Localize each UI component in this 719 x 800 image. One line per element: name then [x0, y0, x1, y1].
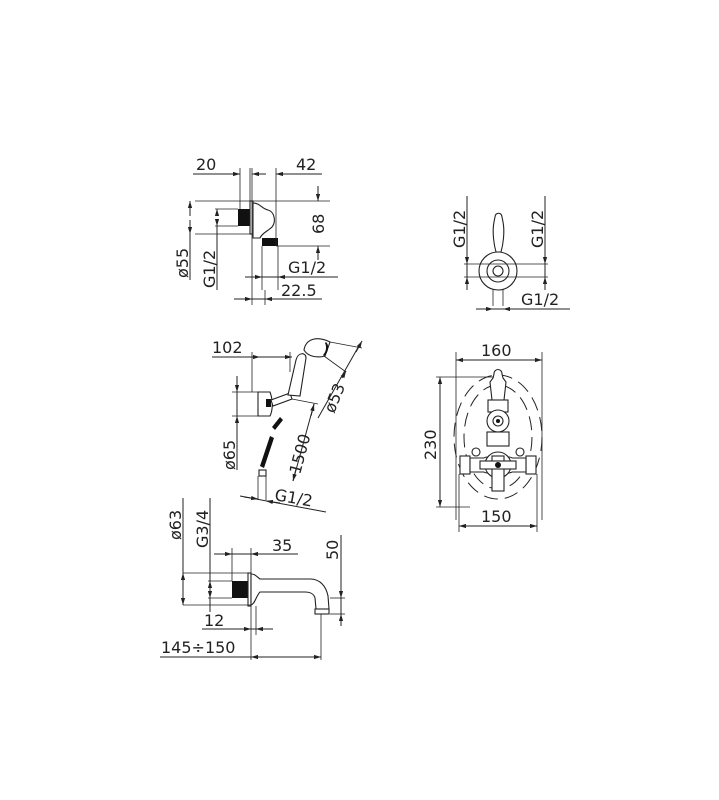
dim-g12-right: G1/2 — [528, 210, 547, 248]
dim-50: 50 — [323, 540, 342, 560]
dim-160: 160 — [481, 341, 512, 360]
hand-shower-view: 102 ø53 ø65 1500 G1/2 — [212, 338, 363, 513]
dim-g12-left: G1/2 — [450, 210, 469, 248]
dim-g34: G3/4 — [193, 510, 212, 548]
dim-g12-bottom: G1/2 — [521, 290, 559, 309]
dim-230: 230 — [421, 429, 440, 460]
dim-g12-outlet: G1/2 — [288, 258, 326, 277]
thermostatic-valve-part — [453, 368, 543, 500]
wall-outlet-part — [238, 200, 278, 246]
dim-22-5: 22.5 — [281, 281, 317, 300]
dim-diameter-53: ø53 — [320, 380, 349, 415]
dim-diameter-65: ø65 — [220, 440, 239, 470]
dim-102: 102 — [212, 338, 243, 357]
dim-diameter-55: ø55 — [173, 248, 192, 278]
hand-shower-part — [257, 338, 331, 500]
bath-spout-part — [232, 572, 330, 615]
dim-35: 35 — [272, 536, 292, 555]
dim-68: 68 — [309, 214, 328, 234]
dim-g12-inlet: G1/2 — [200, 250, 219, 288]
dim-42: 42 — [296, 155, 316, 174]
diverter-valve-view: G1/2 G1/2 G1/2 — [450, 196, 570, 312]
diverter-valve-part — [478, 212, 518, 306]
dim-g12-hose: G1/2 — [273, 485, 314, 510]
dim-20: 20 — [196, 155, 216, 174]
dim-145-150: 145÷150 — [161, 638, 235, 657]
dim-150: 150 — [481, 507, 512, 526]
dim-1500: 1500 — [286, 432, 315, 476]
bath-spout-view: ø63 G3/4 35 50 12 145÷150 — [160, 498, 345, 660]
thermostatic-valve-view: 160 230 150 — [421, 341, 543, 532]
dim-diameter-63: ø63 — [166, 510, 185, 540]
wall-outlet-view: 20 42 68 ø55 G1/2 G1/2 22.5 — [173, 155, 338, 305]
dim-12: 12 — [204, 611, 224, 630]
